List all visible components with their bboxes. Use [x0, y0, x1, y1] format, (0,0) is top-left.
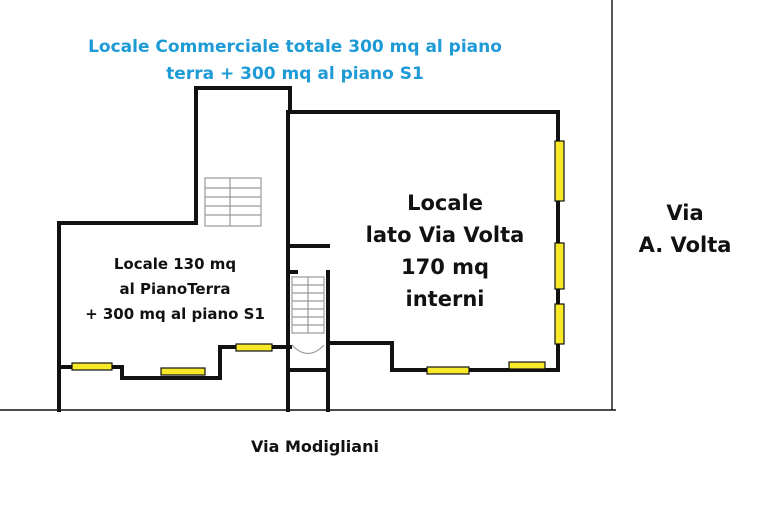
left-room-line-3: + 300 mq al piano S1 — [85, 305, 265, 323]
stairs-corridor — [291, 276, 325, 355]
window-left-2 — [160, 367, 206, 376]
street-label-via-modigliani: Via Modigliani — [251, 437, 379, 456]
street-right-line-2: A. Volta — [638, 233, 732, 257]
street-right-line-1: Via — [666, 201, 704, 225]
headline-line-1: Locale Commerciale totale 300 mq al pian… — [88, 37, 502, 57]
window-left-3 — [235, 343, 273, 352]
left-room-line-1: Locale 130 mq — [113, 255, 237, 273]
headline-line-2: terra + 300 mq al piano S1 — [166, 64, 424, 84]
windows — [71, 140, 565, 376]
stairs-upper — [204, 177, 262, 227]
window-side-2 — [554, 242, 565, 290]
window-right-2 — [508, 361, 546, 370]
right-room-label: Locale lato Via Volta 170 mq interni — [330, 187, 560, 315]
property-boundary — [0, 0, 616, 411]
right-room-line-4: interni — [405, 287, 485, 311]
left-room-label: Locale 130 mq al PianoTerra + 300 mq al … — [60, 252, 290, 327]
right-room-line-1: Locale — [407, 191, 483, 215]
street-label-via-volta: Via A. Volta — [620, 197, 750, 261]
window-side-3 — [554, 303, 565, 345]
right-room-line-3: 170 mq — [400, 255, 490, 279]
right-room-line-2: lato Via Volta — [365, 223, 525, 247]
window-left-1 — [71, 362, 113, 371]
headline: Locale Commerciale totale 300 mq al pian… — [70, 34, 520, 88]
window-right-1 — [426, 366, 470, 375]
left-room-line-2: al PianoTerra — [119, 280, 231, 298]
window-side-1 — [554, 140, 565, 202]
